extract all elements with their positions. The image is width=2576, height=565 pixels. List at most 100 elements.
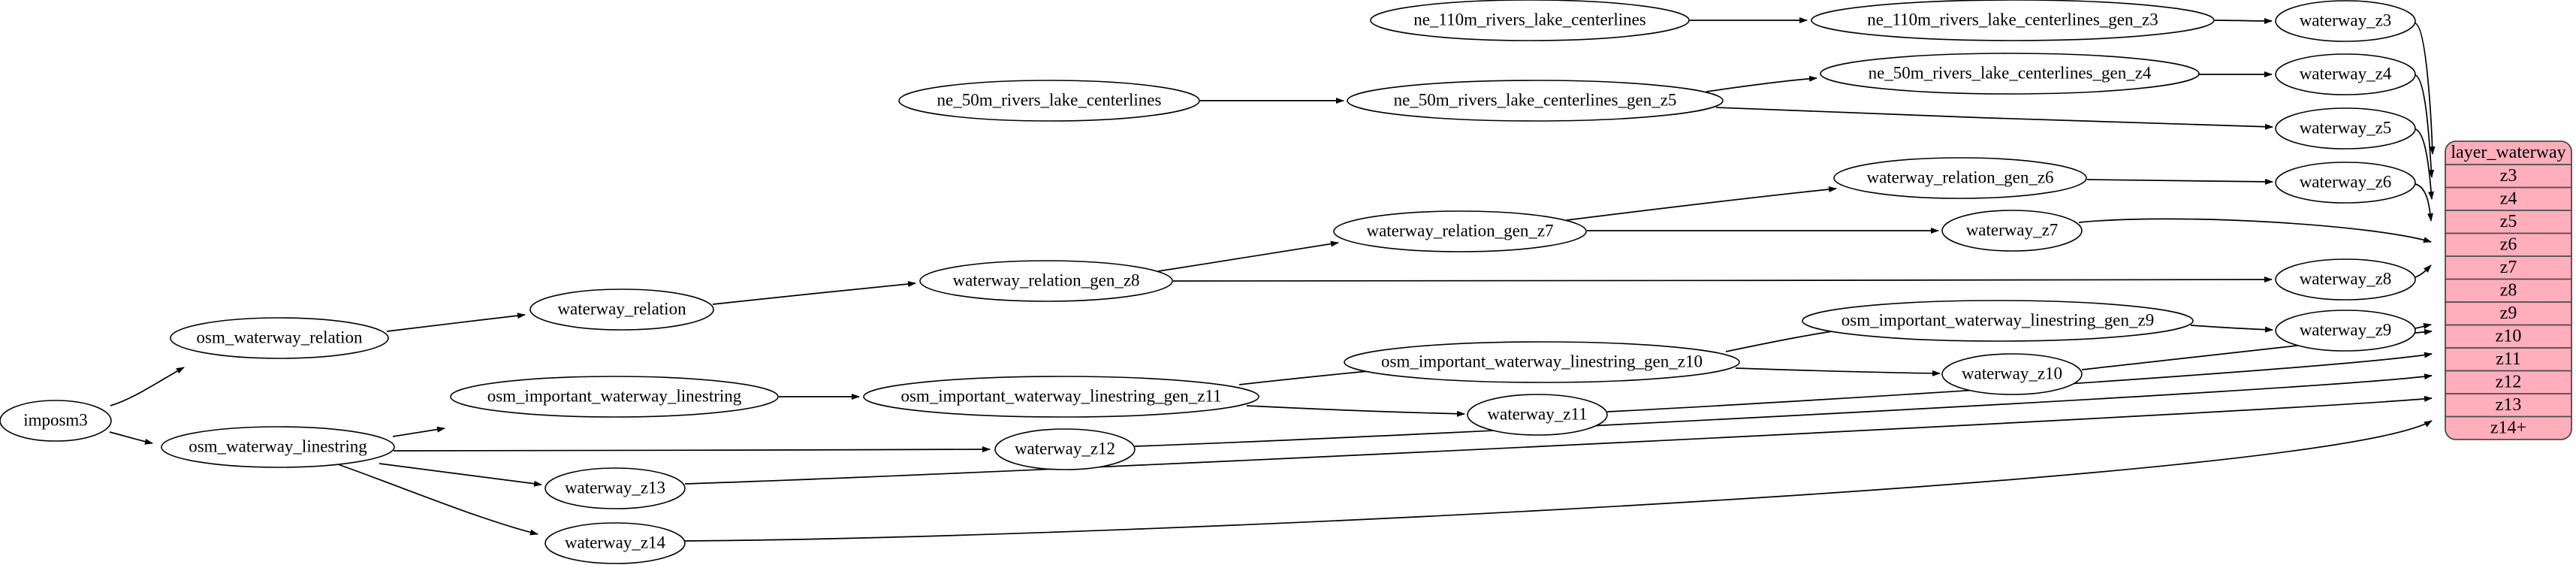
edge-ne-50m-gen-z5-waterway-z5: [1715, 107, 2273, 130]
record-node-outline: [2445, 140, 2572, 440]
node-shape-waterway_z6: [2275, 162, 2416, 204]
node-ne_110m_rivers_lake_centerlines_gen_z3[interactable]: ne_110m_rivers_lake_centerlines_gen_z3: [1811, 0, 2215, 41]
node-waterway_z12[interactable]: waterway_z12: [994, 428, 1136, 470]
node-shape-waterway_relation_gen_z7: [1333, 210, 1587, 252]
node-shape-imposm3: [0, 400, 112, 442]
node-shape-waterway_z11: [1467, 394, 1608, 436]
node-shape-ne_50m_rivers_lake_centerlines_gen_z4: [1820, 53, 2200, 95]
node-shape-waterway_z8: [2275, 258, 2416, 301]
edge-osm-important-waterway-linestring-gen-z11-osm-important-waterway-linestring-gen-z10: [1238, 367, 1385, 385]
node-shape-waterway_z3: [2275, 0, 2416, 42]
edge-wz8-rec: [2415, 264, 2432, 278]
node-shape-osm_waterway_linestring: [161, 426, 395, 468]
edge-wz7-rec: [2078, 218, 2432, 243]
edges-layer: [109, 17, 2436, 542]
edge-waterway-relation-waterway-relation-gen-z8: [712, 281, 916, 305]
edge-osm-important-waterway-linestring-gen-z11-waterway-z11: [1246, 405, 1465, 417]
edge-waterway-relation-gen-z6-waterway-z6: [2086, 178, 2273, 185]
edge-wz4-rec: [2415, 74, 2435, 178]
record-cell-label-z12: z12: [2496, 372, 2522, 391]
node-shape-waterway_z7: [1941, 210, 2083, 252]
node-waterway_z8[interactable]: waterway_z8: [2275, 258, 2416, 301]
record-cell-label-z8: z8: [2500, 280, 2517, 300]
node-shape-waterway_z4: [2275, 53, 2416, 95]
edge-osm-important-waterway-linestring-gen-z10-waterway-z10: [1735, 367, 1941, 376]
edge-osm-waterway-linestring-waterway-z12: [393, 446, 991, 453]
edge-wz3-rec: [2415, 23, 2436, 155]
node-waterway_z9[interactable]: waterway_z9: [2275, 310, 2416, 352]
record-node-layer_waterway[interactable]: layer_waterwayz3z4z5z6z7z8z9z10z11z12z13…: [2445, 140, 2572, 440]
node-waterway_relation_gen_z7[interactable]: waterway_relation_gen_z7: [1333, 210, 1587, 252]
node-shape-waterway_z14: [544, 522, 686, 564]
node-ne_110m_rivers_lake_centerlines[interactable]: ne_110m_rivers_lake_centerlines: [1370, 0, 1690, 41]
node-shape-waterway_z5: [2275, 107, 2416, 150]
edge-wz6-rec: [2415, 183, 2433, 222]
node-shape-osm_important_waterway_linestring: [450, 376, 779, 418]
node-shape-ne_110m_rivers_lake_centerlines: [1370, 0, 1690, 41]
node-waterway_z6[interactable]: waterway_z6: [2275, 162, 2416, 204]
edge-ne-50m-gen-z5-ne-50m-gen-z4: [1706, 75, 1817, 92]
record-cell-label-z10: z10: [2496, 326, 2522, 346]
node-waterway_z3[interactable]: waterway_z3: [2275, 0, 2416, 42]
node-osm_important_waterway_linestring[interactable]: osm_important_waterway_linestring: [450, 376, 779, 418]
node-waterway_relation_gen_z6[interactable]: waterway_relation_gen_z6: [1833, 157, 2087, 199]
node-waterway_relation_gen_z8[interactable]: waterway_relation_gen_z8: [919, 260, 1173, 302]
node-waterway_z14[interactable]: waterway_z14: [544, 522, 686, 564]
node-ne_50m_rivers_lake_centerlines[interactable]: ne_50m_rivers_lake_centerlines: [898, 80, 1200, 122]
node-waterway_z11[interactable]: waterway_z11: [1467, 394, 1608, 436]
node-osm_important_waterway_linestring_gen_z10[interactable]: osm_important_waterway_linestring_gen_z1…: [1344, 341, 1740, 383]
edge-imposm3-osm-waterway-relation: [110, 367, 185, 406]
record-node-title: layer_waterway: [2451, 143, 2565, 162]
node-shape-waterway_relation_gen_z8: [919, 260, 1173, 302]
edge-osm-waterway-linestring-waterway-z14: [337, 464, 538, 536]
record-node-layer: layer_waterwayz3z4z5z6z7z8z9z10z11z12z13…: [2445, 140, 2572, 440]
node-shape-waterway_relation_gen_z6: [1833, 157, 2087, 199]
edge-wz5-rec: [2415, 128, 2434, 200]
node-shape-osm_waterway_relation: [170, 317, 389, 359]
record-cell-label-z13: z13: [2496, 395, 2522, 415]
node-osm_waterway_linestring[interactable]: osm_waterway_linestring: [161, 426, 395, 468]
node-waterway_z4[interactable]: waterway_z4: [2275, 53, 2416, 95]
edge-wz9-rec: [2415, 323, 2432, 329]
edge-ne-110m-gen-z3-waterway-z3: [2214, 17, 2273, 24]
node-waterway_relation[interactable]: waterway_relation: [529, 289, 714, 331]
edge-osm-waterway-linestring-waterway-z13: [379, 463, 542, 487]
edge-osm-waterway-linestring-osm-important-waterway-linestring: [392, 426, 445, 437]
node-shape-ne_50m_rivers_lake_centerlines: [898, 80, 1200, 122]
node-shape-osm_important_waterway_linestring_gen_z10: [1344, 341, 1740, 383]
node-osm_waterway_relation[interactable]: osm_waterway_relation: [170, 317, 389, 359]
edge-imposm3-osm-waterway-linestring: [109, 431, 153, 445]
node-shape-waterway_z13: [544, 467, 686, 509]
node-shape-waterway_relation: [529, 289, 714, 331]
nodes-layer: imposm3 osm_waterway_relation osm_waterway…: [0, 0, 2416, 564]
edge-wz12-rec: [1134, 373, 2433, 447]
edge-waterway-relation-gen-z7-waterway-relation-gen-z6: [1566, 186, 1837, 221]
node-osm_important_waterway_linestring_gen_z9[interactable]: osm_important_waterway_linestring_gen_z9: [1802, 300, 2194, 342]
node-imposm3[interactable]: imposm3: [0, 400, 112, 442]
edge-waterway-relation-gen-z8-waterway-relation-gen-z7: [1157, 240, 1339, 272]
node-shape-osm_important_waterway_linestring_gen_z9: [1802, 300, 2194, 342]
record-cell-label-z11: z11: [2496, 349, 2521, 369]
node-ne_50m_rivers_lake_centerlines_gen_z5[interactable]: ne_50m_rivers_lake_centerlines_gen_z5: [1347, 80, 1724, 122]
node-waterway_z10[interactable]: waterway_z10: [1941, 353, 2083, 395]
record-cell-label-z9: z9: [2500, 304, 2517, 323]
edge-waterway-relation-gen-z8-waterway-z8: [1172, 276, 2273, 283]
node-waterway_z7[interactable]: waterway_z7: [1941, 210, 2083, 252]
record-cell-label-z3: z3: [2500, 166, 2517, 186]
record-cell-label-z6: z6: [2500, 234, 2517, 254]
node-shape-ne_110m_rivers_lake_centerlines_gen_z3: [1811, 0, 2215, 41]
node-shape-waterway_z10: [1941, 353, 2083, 395]
node-shape-waterway_z12: [994, 428, 1136, 470]
node-shape-ne_50m_rivers_lake_centerlines_gen_z5: [1347, 80, 1724, 122]
edge-osm-waterway-relation-waterway-relation: [386, 313, 526, 332]
node-shape-waterway_z9: [2275, 310, 2416, 352]
node-waterway_z5[interactable]: waterway_z5: [2275, 107, 2416, 150]
node-waterway_z13[interactable]: waterway_z13: [544, 467, 686, 509]
edge-wz13-rec: [684, 395, 2433, 485]
record-cell-label-z4: z4: [2500, 189, 2517, 208]
node-ne_50m_rivers_lake_centerlines_gen_z4[interactable]: ne_50m_rivers_lake_centerlines_gen_z4: [1820, 53, 2200, 95]
edge-wz14-rec: [684, 420, 2433, 542]
node-osm_important_waterway_linestring_gen_z11[interactable]: osm_important_waterway_linestring_gen_z1…: [863, 376, 1259, 418]
